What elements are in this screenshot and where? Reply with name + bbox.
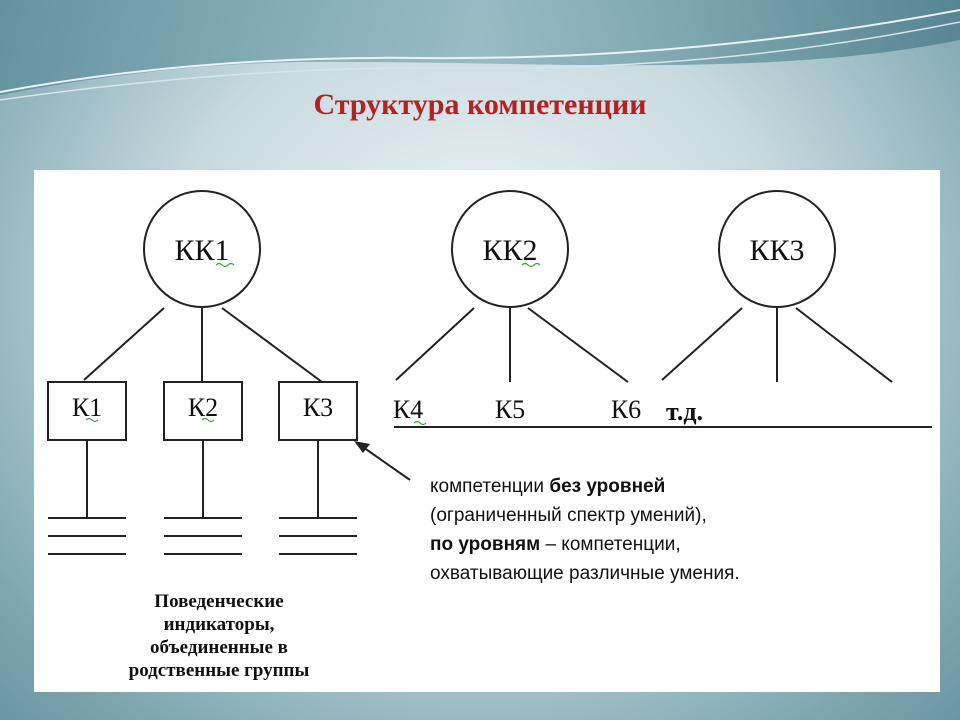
indicator-bars-3 <box>279 517 357 555</box>
kk1-label: КК1 <box>174 234 229 267</box>
slide-title: Структура компетенции <box>313 88 647 121</box>
k2-label: К2 <box>188 393 218 422</box>
connector-line <box>221 307 323 383</box>
connector-line <box>83 307 165 381</box>
decorative-waves <box>0 0 960 101</box>
indicator-bars-2 <box>164 517 242 555</box>
indicators-line-4: родственные группы <box>128 660 310 681</box>
indicators-line-1: Поведенческие <box>154 591 284 612</box>
k6-label: К6 <box>611 395 641 424</box>
diagram-panel: КК1 КК2 КК3 К1 К2 К3 К4 К5 К6 т.д. компе… <box>34 170 940 692</box>
kk3-label: КК3 <box>749 234 804 267</box>
k4-label: К4 <box>393 395 423 424</box>
desc-line-3: по уровням – компетенции, <box>430 534 681 555</box>
competency-description: компетенции без уровней (ограниченный сп… <box>430 472 850 588</box>
kk3-circle <box>718 190 836 308</box>
connector-line <box>661 307 743 381</box>
indicators-line-3: объединенные в <box>150 637 288 658</box>
connector-line <box>527 307 629 383</box>
k5-label: К5 <box>495 395 525 424</box>
indicators-line-2: индикаторы, <box>163 614 275 635</box>
desc-line-2: (ограниченный спектр умений), <box>430 505 707 526</box>
indicator-bars-1 <box>48 517 126 555</box>
connector-line <box>795 307 893 383</box>
arrow-head <box>354 441 370 453</box>
k3-label: К3 <box>303 393 333 422</box>
competency-diagram: КК1 КК2 КК3 К1 К2 К3 К4 К5 К6 т.д. <box>47 190 932 555</box>
etc-label: т.д. <box>666 397 703 426</box>
connector-line <box>395 307 475 381</box>
desc-line-4: охватывающие различные умения. <box>430 563 740 584</box>
spellcheck-marks <box>85 262 541 426</box>
k1-label: К1 <box>72 393 102 422</box>
kk1-circle <box>143 190 261 308</box>
kk2-circle <box>451 190 569 308</box>
indicators-caption: Поведенческие индикаторы, объединенные в… <box>74 590 364 682</box>
kk2-label: КК2 <box>482 234 537 267</box>
desc-line-1: компетенции без уровней <box>430 476 666 497</box>
arrow-line <box>359 444 411 481</box>
